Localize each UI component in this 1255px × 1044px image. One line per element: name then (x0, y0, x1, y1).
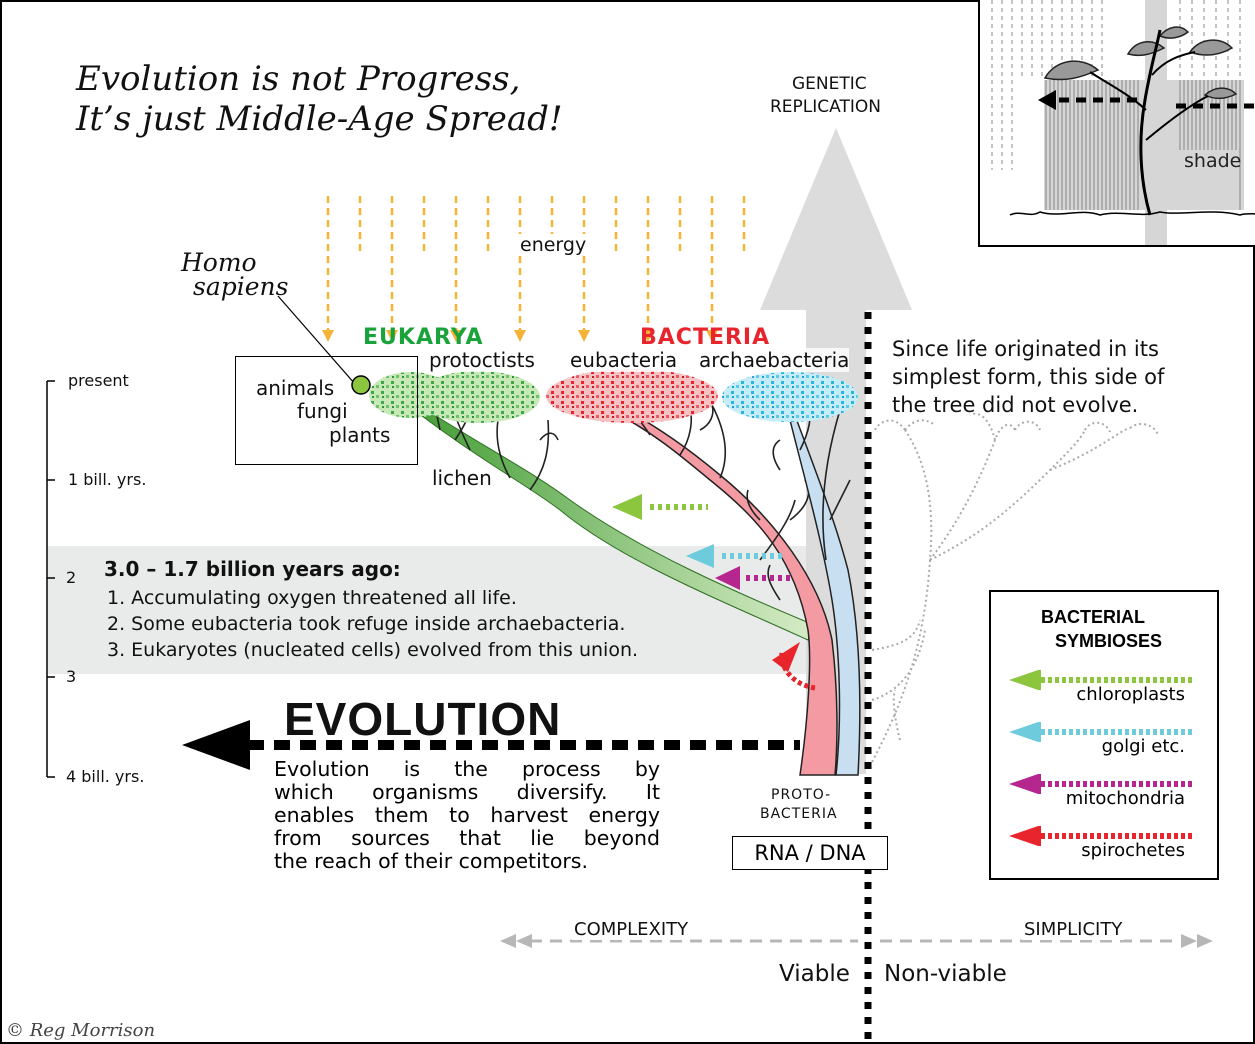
legend-item: spirochetes (1009, 826, 1209, 868)
legend-item-label: mitochondria (1065, 788, 1185, 809)
timeline-3-billion: 3 (66, 667, 77, 686)
plant-stem (1139, 29, 1162, 216)
legend-arrow-icon (1009, 774, 1193, 794)
bacteria-label: BACTERIA (640, 325, 771, 350)
note-line-2: simplest form, this side of (892, 365, 1165, 389)
note-line-3: the tree did not evolve. (892, 393, 1139, 417)
animals-label: animals (256, 376, 335, 400)
plant-leaves (1043, 26, 1238, 99)
archaebacteria-cloud (722, 372, 858, 422)
legend-arrow-icon (1009, 670, 1193, 690)
plants-label: plants (329, 423, 391, 447)
timeline-4-billion: 4 bill. yrs. (66, 767, 145, 786)
band-item-1: 1. Accumulating oxygen threatened all li… (107, 587, 517, 609)
title-line-1: Evolution is not Progress, (76, 59, 521, 99)
energy-arrowhead (642, 330, 654, 342)
energy-arrowhead (386, 330, 398, 342)
lichen-label: lichen (432, 466, 492, 490)
ghost-tree (871, 412, 1159, 763)
genetic-label: GENETIC (792, 74, 867, 94)
legend-title-2: SYMBIOSES (1055, 631, 1163, 651)
legend-title-1: BACTERIAL (1041, 607, 1145, 627)
evolution-heading: EVOLUTION (284, 693, 562, 745)
legend-item-label: chloroplasts (1076, 684, 1185, 705)
non-viable-label: Non-viable (884, 961, 1007, 987)
shade-inset: shade (978, 0, 1255, 247)
evolution-arrow-head (182, 720, 250, 770)
eubacteria-cloud (546, 369, 718, 423)
evolution-line-1: Evolution is the process by (274, 757, 660, 781)
simplicity-label: SIMPLICITY (1022, 919, 1125, 940)
timeline-2-billion: 2 (66, 568, 77, 587)
band-item-3: 3. Eukaryotes (nucleated cells) evolved … (107, 639, 639, 661)
eukarya-label: EUKARYA (363, 325, 484, 350)
replication-arrow-head (760, 128, 912, 310)
energy-arrows (322, 196, 746, 342)
evolution-line-3: enables them to harvest energy (274, 803, 660, 827)
evolution-line-4: from sources that lie beyond (274, 826, 660, 850)
symbiosis-arrows (612, 494, 816, 691)
proto-label: PROTO- (771, 787, 832, 803)
oxygen-era-band (48, 546, 820, 674)
energy-arrowhead (578, 330, 590, 342)
shade-label: shade (1184, 150, 1242, 172)
energy-arrowhead (450, 330, 462, 342)
complexity-label: COMPLEXITY (572, 919, 691, 940)
complexity-axis (500, 934, 1213, 948)
evolution-line-2: which organisms diversify. It (274, 780, 660, 804)
energy-label: energy (518, 234, 589, 256)
title-line-2: It’s just Middle-Age Spread! (76, 99, 563, 139)
energy-arrowhead (706, 330, 718, 342)
archaebacteria-label: archaebacteria (699, 348, 850, 372)
replication-label: REPLICATION (770, 97, 881, 117)
homo-pointer-line (277, 295, 356, 385)
fungi-label: fungi (297, 399, 348, 423)
legend-item: mitochondria (1009, 774, 1209, 816)
symbioses-legend: BACTERIAL SYMBIOSES chloroplasts golgi et… (989, 590, 1219, 880)
timeline-present: present (68, 371, 129, 390)
legend-item: chloroplasts (1009, 670, 1209, 712)
legend-arrow-icon (1009, 826, 1193, 846)
viable-label: Viable (779, 961, 850, 987)
animals-fungi-plants-box (235, 356, 418, 465)
rna-dna-box: RNA / DNA (732, 836, 888, 870)
homo-label: Homo (181, 248, 257, 277)
evolution-line-5: the reach of their competitors. (274, 849, 588, 873)
legend-arrow-icon (1009, 722, 1193, 742)
band-title: 3.0 – 1.7 billion years ago: (104, 557, 401, 581)
credit: © Reg Morrison (6, 1020, 156, 1041)
evolution-description: Evolution is the process by which organi… (274, 758, 660, 873)
eubacteria-label: eubacteria (570, 348, 678, 372)
note-line-1: Since life originated in its (892, 337, 1159, 361)
energy-arrowhead (322, 330, 334, 342)
protoctists-label: protoctists (429, 348, 535, 372)
timeline-1-billion: 1 bill. yrs. (68, 470, 147, 489)
protoctists-cloud (416, 371, 540, 423)
legend-item-label: spirochetes (1081, 840, 1185, 861)
band-item-2: 2. Some eubacteria took refuge inside ar… (107, 613, 626, 635)
shade-illustration (991, 0, 1255, 245)
homo-sapiens-dot (351, 375, 371, 395)
energy-arrowhead (514, 330, 526, 342)
legend-item-label: golgi etc. (1101, 736, 1185, 757)
sapiens-label: sapiens (193, 272, 289, 301)
legend-item: golgi etc. (1009, 722, 1209, 764)
bacteria-root-label: BACTERIA (760, 806, 838, 822)
timeline-axis (46, 380, 55, 778)
